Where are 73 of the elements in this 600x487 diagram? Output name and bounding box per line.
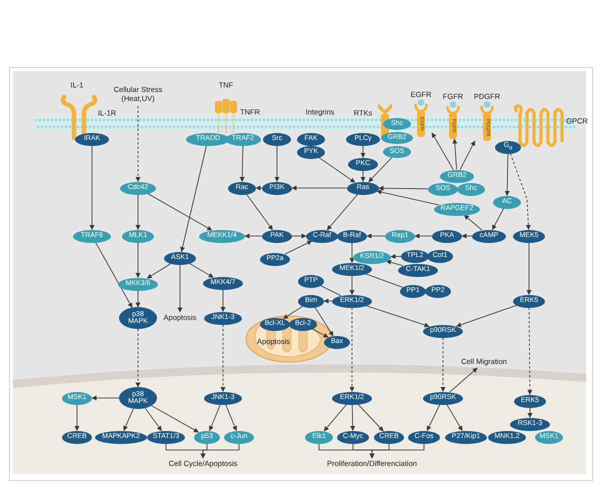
arrow	[350, 275, 354, 295]
arrow	[390, 254, 402, 259]
arrow	[292, 186, 348, 190]
arrow	[450, 368, 478, 392]
arrow	[378, 186, 428, 191]
arrow	[350, 307, 354, 392]
arrow	[414, 234, 432, 238]
arrow	[360, 145, 366, 158]
arrow	[200, 443, 240, 458]
arrow	[178, 264, 182, 312]
arrow	[95, 242, 132, 308]
arrow	[426, 404, 440, 432]
arrow	[136, 194, 140, 230]
arrow	[324, 404, 348, 432]
arrow	[326, 194, 358, 230]
arrow	[244, 234, 262, 238]
arrow	[220, 324, 226, 392]
arrow	[144, 408, 162, 432]
arrow	[284, 240, 312, 254]
arrow	[292, 234, 306, 238]
arrow	[318, 157, 356, 183]
arrow	[510, 153, 531, 230]
arrow	[504, 153, 510, 196]
receptor-drawing	[442, 93, 464, 139]
arrow	[146, 263, 172, 279]
arrow	[527, 307, 532, 395]
arrow	[246, 194, 273, 230]
arrow	[314, 306, 334, 336]
arrow	[452, 138, 458, 170]
arrow	[90, 145, 94, 230]
arrow	[151, 405, 199, 432]
arrow	[366, 234, 386, 238]
arrow	[147, 193, 212, 231]
arrow	[492, 208, 504, 230]
arrow	[225, 404, 237, 432]
arrow	[136, 328, 140, 388]
receptor-drawing	[472, 93, 502, 141]
arrow	[456, 304, 518, 328]
arrow	[370, 443, 424, 458]
arrow	[446, 404, 463, 432]
arrow	[74, 404, 80, 431]
arrow	[282, 306, 304, 319]
arrow	[180, 145, 207, 252]
arrow	[209, 404, 221, 432]
arrow	[274, 145, 280, 182]
arrow	[136, 242, 140, 278]
arrow	[386, 260, 404, 266]
arrow	[460, 140, 476, 170]
arrow	[350, 242, 354, 263]
arrow	[256, 186, 262, 190]
arrow	[526, 242, 532, 295]
arrow	[462, 234, 472, 238]
arrow	[220, 289, 226, 312]
arrow	[240, 145, 245, 182]
arrow	[324, 298, 332, 304]
arrow	[528, 407, 532, 418]
arrow	[376, 190, 440, 206]
arrow	[368, 157, 392, 182]
arrow	[312, 328, 329, 338]
arrow	[464, 214, 482, 230]
arrow	[358, 404, 384, 432]
arrow	[92, 396, 120, 400]
mitochondrion	[245, 315, 333, 363]
arrow	[350, 404, 356, 431]
arrow	[432, 132, 454, 170]
arrow	[440, 337, 446, 392]
arrow	[136, 106, 140, 182]
arrow	[123, 408, 134, 431]
arrow	[136, 290, 140, 308]
receptor-drawing	[410, 91, 432, 137]
arrow	[188, 262, 214, 278]
arrow	[366, 305, 430, 328]
arrow	[360, 170, 366, 182]
